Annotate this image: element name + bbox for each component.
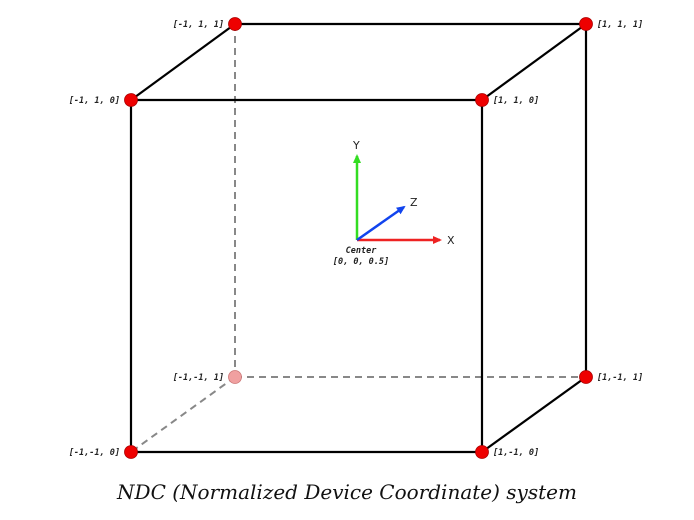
center-label: Center [0, 0, 0.5] bbox=[333, 246, 389, 267]
vertex-front-top-left bbox=[124, 93, 138, 107]
edge-top-right-depth bbox=[481, 23, 587, 101]
visible-edges bbox=[129, 22, 588, 454]
vertex-front-top-right bbox=[475, 93, 489, 107]
vertex-back-bottom-left bbox=[228, 370, 242, 384]
vertex-back-top-left bbox=[228, 17, 242, 31]
vertex-front-bottom-right bbox=[475, 445, 489, 459]
label-front-bottom-right: [1,-1, 0] bbox=[493, 448, 539, 458]
hidden-edges bbox=[130, 24, 586, 453]
label-back-top-right: [1, 1, 1] bbox=[597, 20, 643, 30]
label-back-top-left: [-1, 1, 1] bbox=[173, 20, 224, 30]
vertex-front-bottom-left bbox=[124, 445, 138, 459]
label-front-top-right: [1, 1, 0] bbox=[493, 96, 539, 106]
figure-caption: NDC (Normalized Device Coordinate) syste… bbox=[117, 480, 577, 504]
label-back-bottom-left: [-1,-1, 1] bbox=[173, 373, 224, 383]
axis-z-arrow bbox=[356, 205, 406, 242]
vertices bbox=[124, 17, 593, 459]
vertex-back-bottom-right bbox=[579, 370, 593, 384]
edge-bottom-right-depth bbox=[481, 376, 587, 453]
axis-x-label: X bbox=[447, 234, 455, 247]
axis-y-label: Y bbox=[352, 139, 360, 152]
label-back-bottom-right: [1,-1, 1] bbox=[597, 373, 643, 383]
vertex-back-top-right bbox=[579, 17, 593, 31]
label-front-top-left: [-1, 1, 0] bbox=[69, 96, 120, 106]
axes: X Y Z bbox=[352, 139, 455, 247]
axis-z-label: Z bbox=[410, 196, 418, 209]
label-front-bottom-left: [-1,-1, 0] bbox=[69, 448, 120, 458]
hidden-edge-bottom-left-depth bbox=[130, 376, 236, 453]
edge-top-left-depth bbox=[130, 23, 236, 101]
center-title: Center bbox=[346, 246, 378, 256]
center-coords: [0, 0, 0.5] bbox=[333, 257, 389, 267]
vertex-labels: [-1, 1, 1] [1, 1, 1] [-1, 1, 0] [1, 1, 0… bbox=[69, 20, 643, 458]
